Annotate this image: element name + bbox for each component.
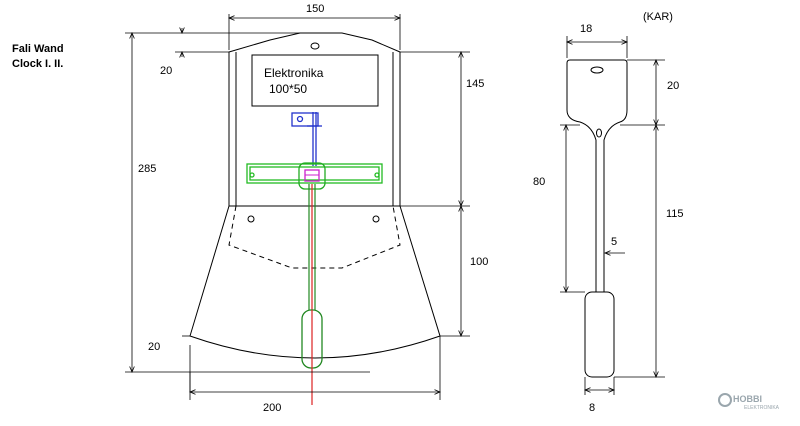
dim-top-offset: 20: [160, 65, 172, 77]
pendulum-rod: [308, 184, 316, 310]
electronics-box: [251, 54, 379, 107]
diagram-title-line1: Fali Wand: [12, 43, 64, 55]
dim-bottom-offset: 20: [148, 341, 160, 353]
green-bracket: [246, 163, 383, 184]
hobbi-logo: HOBBI ELEKTRONIKA: [718, 393, 780, 411]
pendulum-weight: [584, 291, 615, 378]
dim-pendulum-top-height: 20: [667, 80, 679, 92]
screw-hole-left: [247, 215, 255, 223]
dim-bottom-width: 200: [263, 402, 281, 414]
pendulum-detail: [566, 59, 628, 378]
electronics-size: 100*50: [269, 82, 307, 96]
blue-mount: [291, 112, 322, 166]
logo-sub: ELEKTRONIKA: [744, 405, 780, 411]
dim-rod-width: 5: [611, 236, 617, 248]
dim-top-width: 150: [306, 3, 324, 15]
diagram-title-line2: Clock I. II.: [12, 58, 63, 70]
pendulum-hole: [590, 66, 604, 74]
dim-lower-height: 100: [470, 256, 488, 268]
note-kar: (KAR): [643, 11, 673, 23]
dim-pendulum-rod-height: 80: [533, 176, 545, 188]
logo-main: HOBBI: [733, 394, 762, 404]
pendulum-pivot: [596, 128, 602, 138]
dim-pendulum-lower-height: 115: [666, 208, 684, 220]
dim-total-height: 285: [138, 163, 156, 175]
logo-ring-icon: [718, 393, 732, 407]
dim-bob-width: 8: [589, 402, 595, 414]
dim-upper-height: 145: [466, 78, 484, 90]
dashed-window: [228, 205, 401, 269]
hanging-hole: [310, 42, 320, 50]
electronics-label: Elektronika: [264, 66, 324, 80]
screw-hole-right: [372, 215, 380, 223]
pendulum-dimension-lines: [560, 36, 665, 395]
dimension-lines: [125, 14, 470, 400]
dim-pendulum-top-width: 18: [580, 23, 592, 35]
pendulum-plate: [566, 59, 628, 293]
